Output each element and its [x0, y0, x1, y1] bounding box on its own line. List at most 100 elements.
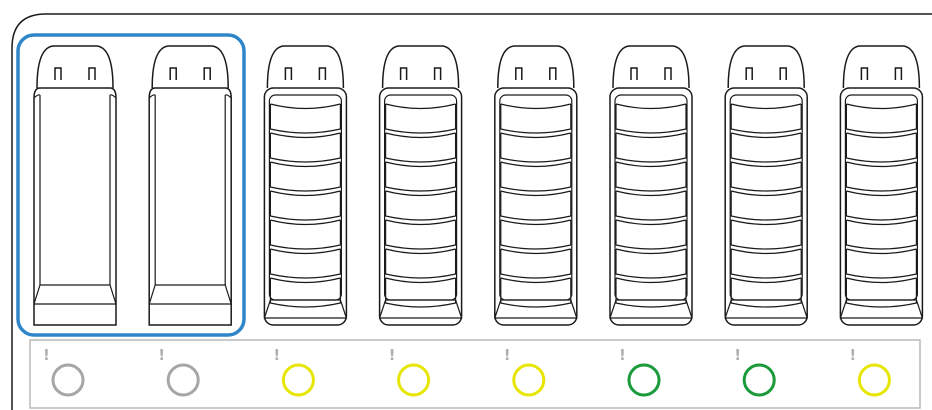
slot-handle — [36, 45, 114, 89]
slot-status-5: ! — [504, 346, 546, 397]
slot-4[interactable] — [378, 45, 463, 326]
stacked-item — [845, 277, 917, 308]
stacked-item — [500, 103, 572, 134]
slot-pin — [54, 67, 62, 80]
slot-floor — [378, 299, 463, 319]
stacked-item — [730, 132, 802, 163]
slot-7[interactable] — [724, 45, 809, 326]
stacked-item — [385, 248, 457, 279]
slot-status-7: ! — [734, 346, 776, 397]
slot-floor — [148, 284, 233, 305]
slot-6[interactable] — [609, 45, 693, 326]
slot-status-8: ! — [849, 346, 891, 397]
slot-pin — [284, 67, 293, 80]
slot-body — [33, 87, 117, 326]
slot-pin — [515, 67, 523, 80]
slot-handle — [381, 45, 460, 89]
stacked-item — [615, 161, 687, 192]
stacked-item — [385, 190, 457, 221]
slot-pin — [630, 67, 638, 80]
selection-highlight — [16, 33, 246, 337]
stacked-item — [269, 132, 341, 163]
stacked-item — [845, 132, 917, 163]
status-mark: ! — [619, 346, 626, 364]
slot-body — [494, 87, 578, 326]
stacked-item — [500, 161, 572, 192]
slot-floor — [33, 284, 117, 305]
slot-body — [378, 87, 463, 326]
slot-handle — [612, 45, 690, 89]
slot-pin — [318, 67, 327, 80]
slot-pin — [88, 67, 96, 80]
slot-floor — [263, 299, 348, 319]
stacked-item — [500, 219, 572, 250]
stacked-item — [730, 103, 802, 134]
slot-floor — [724, 299, 809, 319]
slot-handle — [266, 45, 345, 89]
status-mark: ! — [43, 346, 50, 364]
slot-status-2: ! — [158, 346, 200, 397]
status-mark: ! — [158, 346, 165, 364]
slot-handle — [497, 45, 575, 89]
stacked-item — [269, 103, 341, 134]
slot-3[interactable] — [263, 45, 348, 326]
slot-floor — [609, 299, 693, 319]
status-strip — [29, 339, 921, 409]
slot-status-4: ! — [389, 346, 431, 397]
device-outline — [11, 13, 932, 410]
stacked-item — [385, 219, 457, 250]
stacked-item — [615, 132, 687, 163]
slot-handle — [151, 45, 229, 89]
status-circle-icon — [627, 363, 661, 397]
slot-floor — [493, 299, 578, 319]
slot-inner-frame — [729, 94, 803, 301]
status-circle-icon — [166, 363, 200, 397]
slot-8[interactable] — [839, 45, 924, 326]
status-circle-icon — [857, 363, 891, 397]
slot-pin — [779, 67, 787, 80]
stacked-item — [500, 132, 572, 163]
slot-1[interactable] — [33, 45, 117, 326]
stacked-item — [730, 190, 802, 221]
stacked-item — [269, 190, 341, 221]
status-mark: ! — [389, 346, 396, 364]
slot-status-3: ! — [273, 346, 315, 397]
stacked-item — [615, 190, 687, 221]
slot-5[interactable] — [493, 45, 578, 326]
status-mark: ! — [734, 346, 741, 364]
status-circle-icon — [51, 363, 85, 397]
status-circle-icon — [742, 363, 776, 397]
status-circle-icon — [397, 363, 431, 397]
status-mark: ! — [504, 346, 511, 364]
slot-pin — [664, 67, 672, 80]
stacked-item — [845, 248, 917, 279]
stacked-item — [269, 219, 341, 250]
slot-body — [148, 87, 232, 326]
status-layer: !!!!!!!! — [43, 346, 891, 397]
slot-2[interactable] — [148, 45, 233, 326]
slots-layer — [33, 45, 924, 326]
slot-body — [839, 87, 924, 326]
stacked-item — [500, 248, 572, 279]
stacked-item — [845, 103, 917, 134]
status-mark: ! — [849, 346, 856, 364]
status-circle-icon — [512, 363, 546, 397]
slot-inner-wall — [148, 94, 232, 285]
stacked-item — [615, 277, 687, 308]
slot-handle — [727, 45, 805, 89]
stacked-item — [615, 248, 687, 279]
slot-inner-wall — [33, 94, 117, 285]
slot-floor — [839, 299, 924, 319]
slot-pin — [169, 67, 177, 80]
stacked-item — [269, 277, 341, 308]
stacked-item — [845, 161, 917, 192]
slot-inner-frame — [844, 94, 919, 301]
slot-inner-frame — [268, 94, 342, 301]
stacked-item — [269, 248, 341, 279]
stacked-item — [615, 103, 687, 134]
stacked-item — [385, 132, 457, 163]
stacked-item — [845, 190, 917, 221]
slot-inner-frame — [614, 94, 688, 301]
